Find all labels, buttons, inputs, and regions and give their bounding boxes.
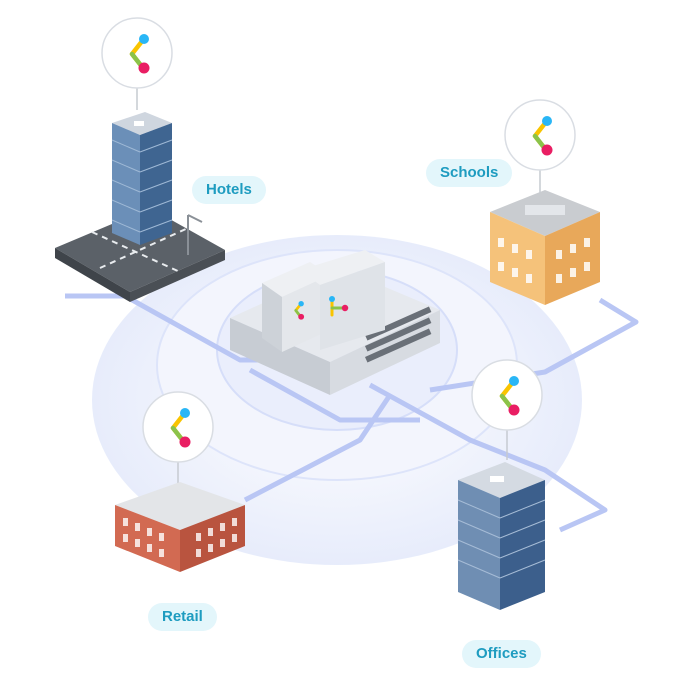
hotel-building-icon	[55, 112, 225, 302]
label-retail: Retail	[148, 603, 217, 631]
school-building-icon	[490, 190, 600, 305]
logo-icon	[102, 18, 172, 88]
logo-icon	[472, 360, 542, 430]
network-switch-icon	[230, 250, 440, 395]
label-offices: Offices	[462, 640, 541, 668]
logo-icon	[143, 392, 213, 462]
label-schools: Schools	[426, 159, 513, 187]
logo-icon	[505, 100, 575, 170]
label-hotels: Hotels	[192, 176, 266, 204]
office-building-icon	[457, 462, 546, 610]
retail-building-icon	[115, 482, 245, 572]
